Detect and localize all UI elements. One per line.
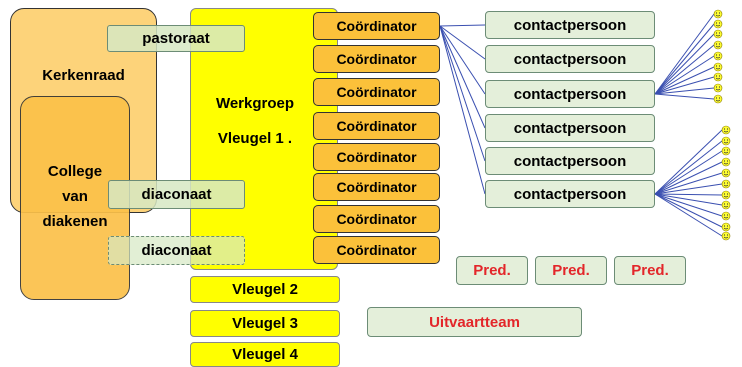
contact-smiley-line	[654, 140, 723, 195]
coordinator-contact-line	[439, 25, 486, 60]
contactpersoon-box: contactpersoon	[485, 11, 655, 39]
uitvaartteam-box: Uitvaartteam	[367, 307, 582, 337]
smiley-icon	[713, 83, 723, 93]
smiley-icon	[721, 157, 731, 167]
coordinator-box: Coördinator	[313, 78, 440, 106]
coordinator-box: Coördinator	[313, 112, 440, 140]
coordinator-box: Coördinator	[313, 143, 440, 171]
smiley-icon	[713, 19, 723, 29]
contact-smiley-line	[654, 193, 723, 206]
contact-smiley-line	[654, 193, 723, 228]
contact-smiley-line	[654, 13, 715, 95]
contact-smiley-line	[654, 87, 715, 95]
smiley-icon	[721, 168, 731, 178]
contact-smiley-line	[654, 172, 723, 195]
coordinator-box: Coördinator	[313, 12, 440, 40]
coordinator-contact-line	[439, 25, 486, 162]
coordinator-contact-line	[439, 24, 486, 27]
smiley-icon	[721, 179, 731, 189]
smiley-icon	[721, 125, 731, 135]
contactpersoon-box: contactpersoon	[485, 114, 655, 142]
contact-smiley-line	[654, 161, 723, 195]
contact-smiley-line	[654, 44, 715, 95]
kerkenraad-label: Kerkenraad	[42, 67, 125, 84]
smiley-icon	[713, 62, 723, 72]
contactpersoon-box: contactpersoon	[485, 45, 655, 73]
contact-smiley-line	[654, 33, 715, 95]
contact-smiley-line	[654, 193, 723, 196]
contactpersoon-box: contactpersoon	[485, 180, 655, 208]
smiley-icon	[713, 72, 723, 82]
smiley-icon	[721, 200, 731, 210]
vleugel-box: Vleugel 3	[190, 310, 340, 337]
contact-smiley-line	[654, 93, 715, 100]
contactpersoon-box: contactpersoon	[485, 147, 655, 175]
pred-box: Pred.	[614, 256, 686, 285]
contact-smiley-line	[654, 23, 715, 95]
coordinator-box: Coördinator	[313, 236, 440, 264]
coordinator-box: Coördinator	[313, 173, 440, 201]
college-label-line-1: College	[47, 163, 103, 180]
college-label-line-3: diakenen	[42, 213, 108, 230]
coordinator-contact-line	[439, 25, 486, 129]
coordinator-contact-line	[439, 25, 486, 195]
pred-box: Pred.	[535, 256, 607, 285]
contact-smiley-line	[654, 129, 723, 195]
college-label-line-2: van	[62, 188, 88, 205]
contact-smiley-line	[654, 55, 715, 95]
smiley-icon	[713, 51, 723, 61]
coordinator-box: Coördinator	[313, 45, 440, 73]
smiley-icon	[713, 29, 723, 39]
diaconaat-dashed-bar: diaconaat	[108, 236, 245, 265]
smiley-icon	[721, 190, 731, 200]
coordinator-box: Coördinator	[313, 205, 440, 233]
smiley-icon	[713, 94, 723, 104]
smiley-icon	[713, 9, 723, 19]
pastoraat-bar: pastoraat	[107, 25, 245, 52]
contact-smiley-line	[654, 76, 715, 95]
contactpersoon-box: contactpersoon	[485, 80, 655, 108]
contact-smiley-line	[654, 193, 723, 237]
smiley-icon	[713, 40, 723, 50]
smiley-icon	[721, 231, 731, 241]
diaconaat-bar: diaconaat	[108, 180, 245, 209]
coordinator-contact-line	[439, 25, 486, 95]
smiley-icon	[721, 146, 731, 156]
pred-box: Pred.	[456, 256, 528, 285]
werkgroep-label-line-1: Werkgroep	[215, 95, 295, 112]
contact-smiley-line	[654, 66, 715, 95]
smiley-icon	[721, 222, 731, 232]
vleugel-box: Vleugel 2	[190, 276, 340, 303]
smiley-icon	[721, 136, 731, 146]
contact-smiley-line	[654, 193, 723, 217]
werkgroep-label-line-2: Vleugel 1 .	[217, 130, 293, 147]
contact-smiley-line	[654, 183, 723, 195]
smiley-icon	[721, 211, 731, 221]
vleugel-box: Vleugel 4	[190, 342, 340, 367]
contact-smiley-line	[654, 150, 723, 195]
